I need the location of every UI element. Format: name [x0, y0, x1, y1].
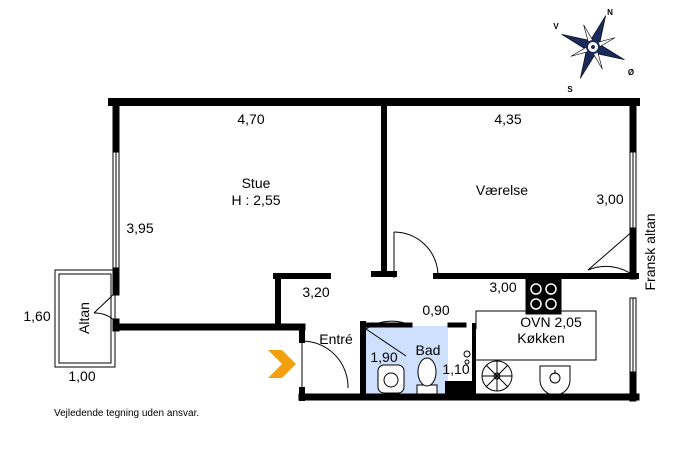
entrance-arrow-icon [268, 350, 296, 378]
dim-altan-depth: 1,60 [23, 308, 50, 324]
dim-bad-width: 1,10 [442, 361, 469, 377]
compass-south: S [567, 85, 573, 94]
dim-hall-width: 0,90 [422, 302, 449, 318]
dim-bad-depth: 1,90 [370, 349, 397, 365]
dim-vaerelse-width: 4,35 [494, 111, 521, 127]
stove [525, 278, 562, 315]
oven-label: OVN 2,05 [520, 314, 582, 330]
bathroom-duct [445, 381, 473, 397]
compass-rose-icon [561, 15, 625, 79]
dim-stue-width: 4,70 [237, 111, 264, 127]
compass-west: V [553, 22, 559, 31]
room-label-bad: Bad [416, 342, 441, 358]
compass-north: N [607, 8, 613, 17]
room-label-vaerelse: Værelse [476, 182, 528, 198]
doors [301, 229, 635, 389]
dining-table [481, 360, 513, 392]
kitchen-counter [475, 310, 597, 361]
room-label-stue: Stue [242, 175, 271, 191]
dim-stue-depth: 3,95 [126, 220, 153, 236]
room-label-entre: Entré [319, 331, 353, 347]
room-label-fransk-altan: Fransk altan [642, 213, 658, 290]
walls [108, 98, 640, 402]
room-label-altan: Altan [76, 302, 92, 334]
disclaimer-text: Vejledende tegning uden ansvar. [54, 408, 199, 419]
compass-east: Ø [628, 68, 634, 77]
dim-vaerelse-depth: 3,00 [596, 191, 623, 207]
dim-altan-width: 1,00 [68, 368, 95, 384]
balcony [54, 269, 117, 368]
dim-entre-width: 3,20 [302, 284, 329, 300]
windows [112, 151, 637, 373]
kitchen-sink [539, 365, 571, 396]
room-label-koekken: Køkken [517, 330, 564, 346]
dim-koekken-width: 3,00 [489, 279, 516, 295]
room-height-stue: H : 2,55 [231, 192, 280, 208]
bathroom-fixtures [377, 350, 471, 395]
